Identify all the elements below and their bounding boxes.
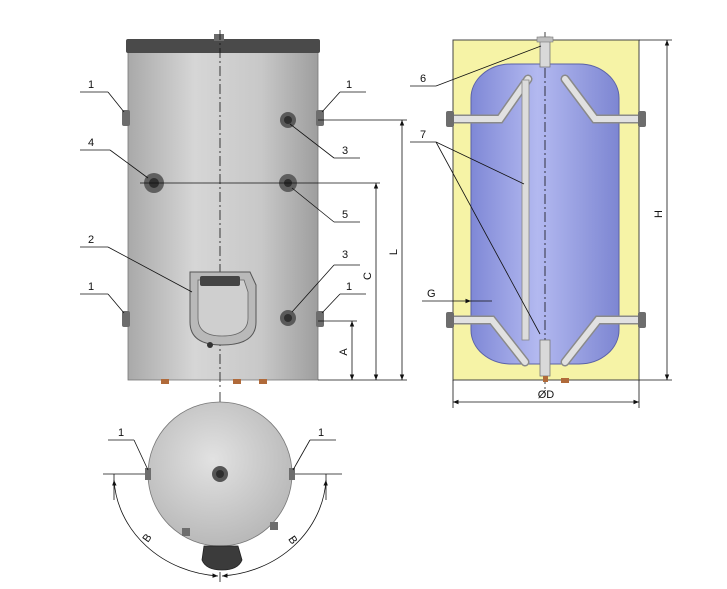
svg-text:7: 7	[420, 129, 426, 141]
callout-7: 7	[410, 129, 541, 335]
svg-text:3: 3	[342, 145, 348, 157]
tank-cap	[126, 39, 320, 53]
dim-label-B-right: B	[285, 534, 299, 547]
top-view-fitting	[212, 466, 228, 482]
inspection-flange	[189, 271, 257, 348]
svg-text:5: 5	[342, 209, 348, 221]
dim-label-D: ØD	[538, 389, 555, 401]
svg-text:1: 1	[118, 427, 124, 439]
callout-3-upper: 3	[289, 123, 360, 159]
front-view: A C L 1 1 3 4 5 2 3	[80, 30, 407, 390]
svg-text:2: 2	[88, 234, 94, 246]
section-stub	[446, 312, 454, 328]
svg-text:4: 4	[88, 137, 94, 149]
foot	[233, 379, 241, 384]
callout-1-upper-left: 1	[80, 79, 125, 113]
foot	[161, 379, 169, 384]
section-stub	[446, 111, 454, 127]
svg-text:1: 1	[88, 281, 94, 293]
dim-label-L: L	[388, 249, 400, 255]
anode-rod	[521, 79, 530, 341]
side-connection-upper-left	[122, 110, 130, 126]
dimension-arc-B-left	[112, 479, 219, 578]
top-view-flange	[201, 545, 243, 571]
socket-3-upper	[280, 112, 296, 128]
callout-5: 5	[291, 187, 360, 223]
callout-1-top-left: 1	[108, 427, 149, 471]
bottom-drain	[543, 376, 548, 382]
foot	[259, 379, 267, 384]
dim-label-A: A	[338, 348, 350, 356]
top-view-stub	[270, 522, 278, 530]
callout-1-top-right: 1	[292, 427, 336, 471]
dim-label-C: C	[362, 272, 374, 280]
svg-text:1: 1	[318, 427, 324, 439]
callout-4: 4	[80, 137, 149, 179]
side-connection-lower-right	[316, 311, 324, 327]
svg-text:1: 1	[346, 281, 352, 293]
callout-3-lower: 3	[291, 249, 360, 313]
section-view: G ØD H 6 7	[410, 32, 672, 408]
top-fitting	[214, 34, 224, 41]
top-view-stub	[182, 528, 190, 536]
callout-1-lower-left: 1	[80, 281, 125, 314]
callout-6: 6	[410, 45, 542, 87]
callout-1-lower-right: 1	[321, 281, 366, 314]
top-view-stub-right	[289, 468, 295, 480]
top-nipple-flange	[536, 36, 554, 43]
svg-text:3: 3	[342, 249, 348, 261]
top-view: B B 1 1	[103, 392, 342, 582]
callout-1-upper-right: 1	[321, 79, 366, 113]
lower-coil	[447, 315, 645, 367]
top-view-stub-left	[145, 468, 151, 480]
section-stub	[638, 312, 646, 328]
svg-text:6: 6	[420, 73, 426, 85]
socket-3-lower	[280, 310, 296, 326]
svg-text:1: 1	[88, 79, 94, 91]
dim-label-G: G	[427, 288, 436, 300]
callout-2: 2	[80, 234, 193, 293]
bottom-nipple	[539, 339, 551, 377]
dimension-arc-B-right	[221, 479, 328, 578]
side-connection-lower-left	[122, 311, 130, 327]
dim-label-H: H	[653, 210, 665, 218]
section-stub	[638, 111, 646, 127]
upper-coil	[447, 74, 645, 124]
side-connection-upper-right	[316, 110, 324, 126]
svg-text:1: 1	[346, 79, 352, 91]
section-foot	[561, 378, 569, 383]
